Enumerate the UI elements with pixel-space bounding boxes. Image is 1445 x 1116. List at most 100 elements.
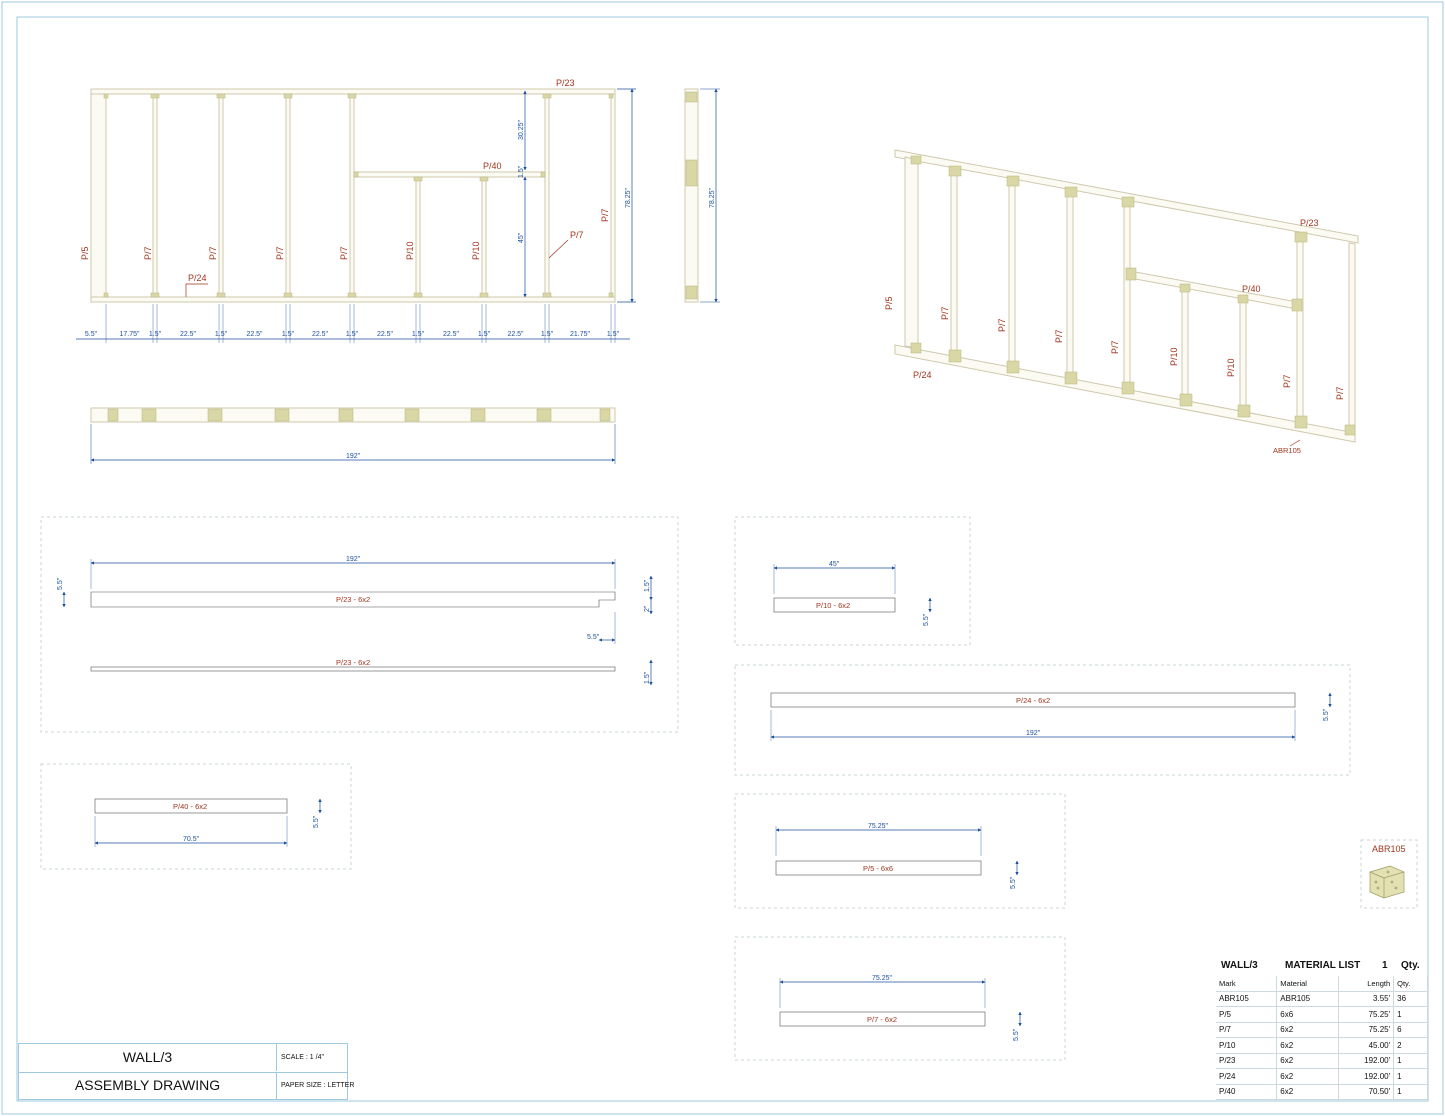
label-top-plate: P/23 (556, 78, 575, 88)
bracket-callout-box (1360, 839, 1418, 909)
label-stud-2: P/7 (208, 246, 218, 260)
label-end-stud: P/5 (80, 246, 90, 260)
iso-bracket-leader (1289, 439, 1301, 447)
p23-notch-h: 1.5" (644, 579, 651, 592)
table-cell: P/40 (1216, 1084, 1278, 1100)
spacing-dim-11: 22.5" (443, 331, 460, 338)
table-cell: P/23 (1216, 1053, 1278, 1069)
label-side-stud: P/7 (600, 208, 610, 222)
spacing-dim-3: 22.5" (180, 331, 197, 338)
iso-label-end: P/5 (884, 296, 894, 310)
p10-length: 45" (829, 561, 840, 568)
right-stud (610, 93, 616, 298)
p7-length: 75.25" (872, 975, 893, 982)
iso-label-cripple-2: P/10 (1226, 358, 1236, 377)
title-block: WALL/3 SCALE : 1 /4" ASSEMBLY DRAWING PA… (18, 1043, 355, 1100)
p24-depth: 5.5" (1323, 708, 1330, 721)
table-cell: P/7 (1216, 1022, 1278, 1038)
p10-depth: 5.5" (923, 613, 930, 626)
iso-cripple-1 (1181, 287, 1189, 404)
isometric-view (894, 149, 1359, 443)
table-cell: 6x2 (1276, 1068, 1339, 1085)
label-cripple-2: P/10 (471, 241, 481, 260)
table-cell: 36 (1393, 991, 1428, 1007)
spacing-dim-12: 1.5" (478, 331, 491, 338)
material-list-number: 1 (1382, 960, 1388, 971)
p24-label: P/24 - 6x2 (1016, 696, 1050, 705)
drawing-scale: SCALE : 1 /4" (281, 1054, 324, 1061)
label-cripple-1: P/10 (405, 241, 415, 260)
label-king-stud: P/7 (570, 230, 584, 240)
table-cell: ABR105 (1276, 991, 1339, 1007)
table-cell: 6x2 (1276, 1022, 1339, 1038)
detail-panel-p5 (734, 793, 1066, 909)
spacing-dim-4: 1.5" (215, 331, 228, 338)
paper-size: PAPER SIZE : LETTER (281, 1082, 355, 1089)
p40-label: P/40 - 6x2 (173, 802, 207, 811)
spacing-dim-0: 5.5" (85, 331, 98, 338)
material-list-wall: WALL/3 (1221, 960, 1258, 971)
detail-p7 (779, 978, 1022, 1027)
p23-depth: 5.5" (57, 577, 64, 590)
detail-panel-p7 (734, 936, 1066, 1061)
elevation-brackets (103, 93, 614, 298)
iso-label-top: P/23 (1300, 218, 1319, 228)
detail-p5 (775, 826, 1019, 876)
spacing-dim-1: 17.75" (119, 331, 140, 338)
dim-cripple-height: 45" (518, 232, 525, 243)
iso-stud-4 (1123, 199, 1131, 392)
table-cell: 70.50' (1338, 1084, 1395, 1100)
spacing-dim-15: 21.75" (570, 331, 591, 338)
p23-plate-notched (90, 591, 616, 608)
spacing-dim-13: 22.5" (507, 331, 524, 338)
iso-label-bracket: ABR105 (1273, 446, 1301, 455)
label-bottom-plate: P/24 (188, 273, 207, 283)
spacing-dim-2: 1.5" (149, 331, 162, 338)
cripple-2 (481, 176, 487, 298)
iso-label-stud-2: P/7 (997, 318, 1007, 332)
table-cell: 75.25' (1338, 1006, 1395, 1023)
stud-1 (152, 93, 158, 298)
material-list-qty: Qty. (1401, 960, 1420, 971)
iso-king-stud (1296, 234, 1304, 426)
dim-overall-height: 78.25" (625, 187, 632, 208)
table-cell: ABR105 (1216, 991, 1278, 1007)
iso-label-right: P/7 (1335, 386, 1345, 400)
table-cell: 45.00' (1338, 1037, 1395, 1054)
p23-label-2: P/23 - 6x2 (336, 658, 370, 667)
side-view-member (684, 88, 699, 303)
detail-p40 (94, 798, 322, 847)
side-view (684, 88, 720, 303)
drawing-subtitle: ASSEMBLY DRAWING (19, 1072, 277, 1099)
label-stud-3: P/7 (275, 246, 285, 260)
table-cell: 192.00' (1338, 1068, 1395, 1085)
king-stud (544, 93, 550, 298)
detail-panel-p23 (40, 516, 679, 733)
p24-length: 192" (1026, 730, 1041, 737)
spacing-dimensions: 5.5"17.75"1.5"22.5"1.5"22.5"1.5"22.5"1.5… (85, 304, 620, 343)
dim-plan-length: 192" (346, 453, 361, 460)
table-cell: 1 (1393, 1006, 1428, 1023)
table-cell: P/10 (1216, 1037, 1278, 1054)
iso-cripple-2 (1239, 298, 1247, 415)
iso-stud-2 (1008, 178, 1016, 371)
stud-3 (285, 93, 291, 298)
p23-label: P/23 - 6x2 (336, 595, 370, 604)
iso-end-stud (904, 156, 919, 349)
stud-2 (218, 93, 224, 298)
table-cell: 1 (1393, 1068, 1428, 1085)
material-list-header: WALL/3 MATERIAL LIST 1 Qty. (1212, 955, 1427, 975)
spacing-dim-9: 22.5" (377, 331, 394, 338)
dim-header-depth: 1.5" (518, 165, 525, 178)
iso-label-king: P/7 (1282, 374, 1292, 388)
table-cell: 75.25' (1338, 1022, 1395, 1038)
table-cell: P/5 (1216, 1006, 1278, 1023)
plan-view (90, 407, 616, 464)
